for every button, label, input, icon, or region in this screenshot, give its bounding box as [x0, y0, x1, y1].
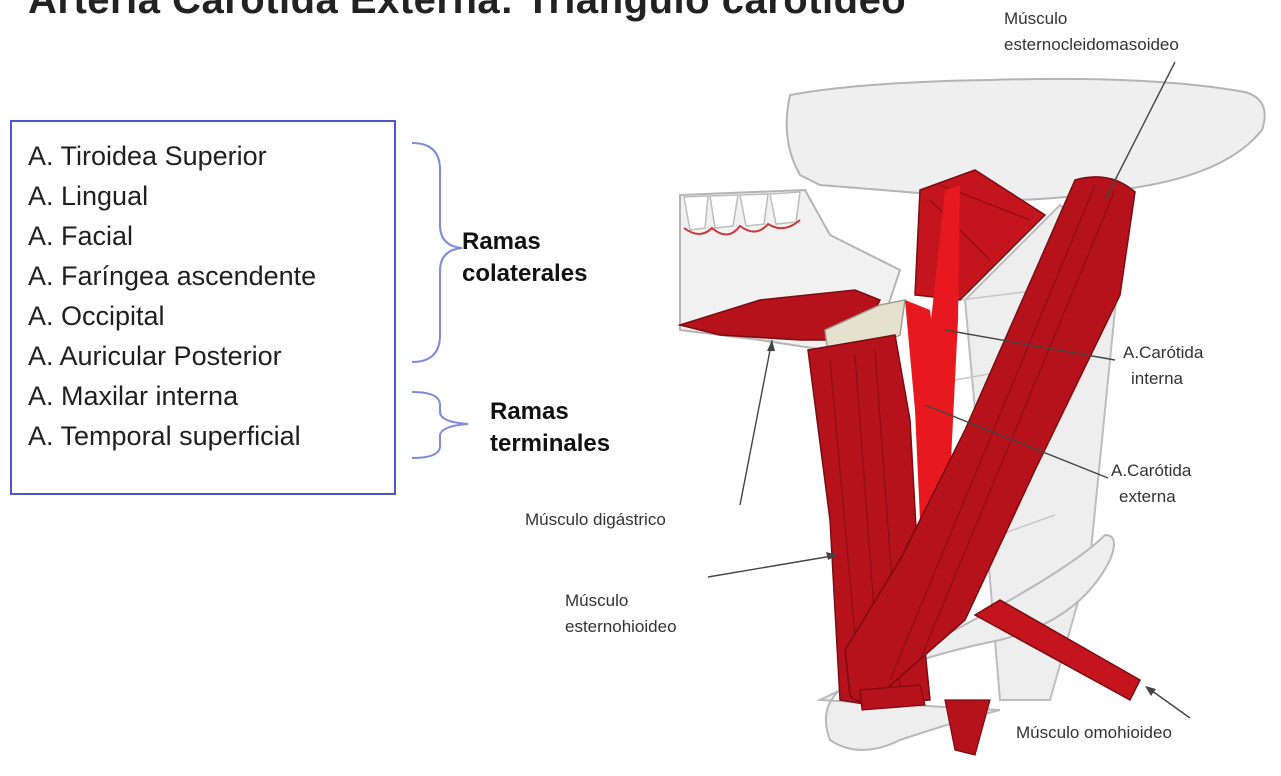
label-line: interna: [1123, 366, 1203, 392]
label-carotida-interna: A.Carótida interna: [1123, 340, 1203, 392]
label-line: Músculo: [1004, 6, 1179, 32]
label-line: A.Carótida: [1111, 458, 1191, 484]
label-line: esternocleidomasoideo: [1004, 32, 1179, 58]
label-esternocleidomastoideo: Músculo esternocleidomasoideo: [1004, 6, 1179, 58]
label-esternohioideo: Músculo esternohioideo: [565, 588, 677, 640]
label-digastrico: Músculo digástrico: [525, 507, 666, 533]
label-line: esternohioideo: [565, 614, 677, 640]
skull-base: [787, 79, 1265, 200]
label-line: A.Carótida: [1123, 340, 1203, 366]
label-carotida-externa: A.Carótida externa: [1111, 458, 1191, 510]
label-omohioideo: Músculo omohioideo: [1016, 720, 1172, 746]
label-line: externa: [1111, 484, 1191, 510]
label-line: Músculo: [565, 588, 677, 614]
